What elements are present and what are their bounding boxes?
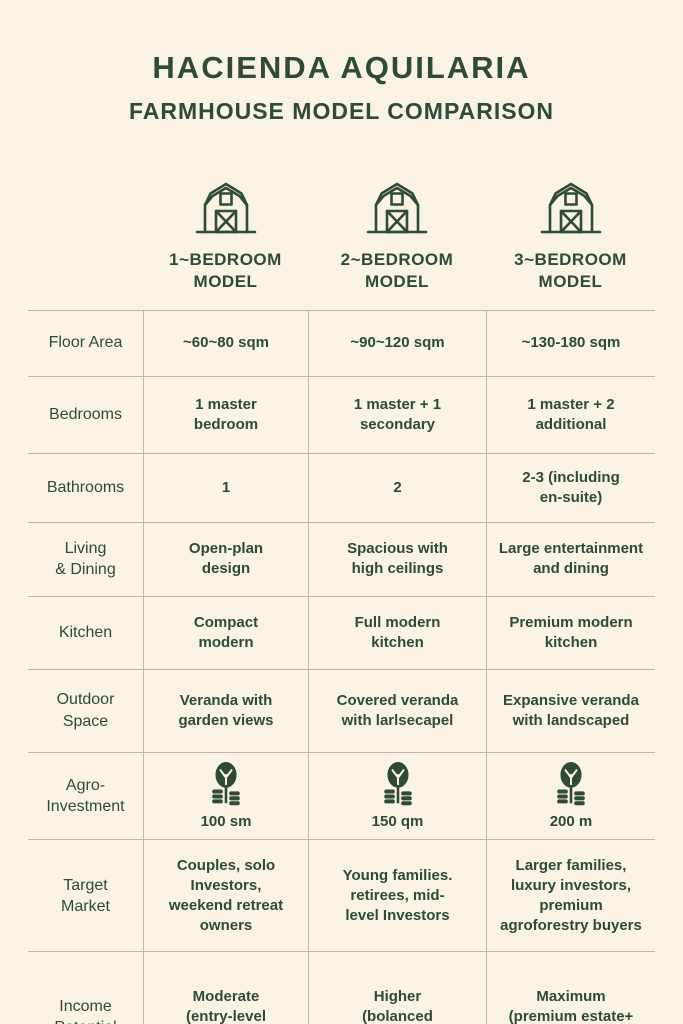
model-header-2: 2~BEDROOM MODEL: [308, 175, 486, 294]
agro-tree-icon: [549, 761, 593, 812]
model-name: 3~BEDROOM MODEL: [514, 249, 627, 292]
agro-tree-icon: [376, 761, 420, 812]
table-cell: 1 master + 1 secondary: [308, 376, 486, 454]
page-subtitle: FARMHOUSE MODEL COMPARISON: [128, 97, 555, 124]
agro-tree-icon: [204, 761, 248, 812]
row-label: Living & Dining: [28, 523, 143, 597]
row-label: Kitchen: [28, 597, 143, 670]
table-cell: 1 master + 2 additional: [486, 376, 655, 454]
table-cell: 1 master bedroom: [143, 376, 308, 454]
model-name: 2~BEDROOM MODEL: [340, 249, 454, 292]
agro-value: 200 m: [549, 812, 593, 830]
table-cell: Open-plan design: [143, 522, 308, 597]
model-header-3: 3~BEDROOM MODEL: [486, 175, 655, 294]
agro-value: 100 sm: [200, 812, 252, 830]
table-cell: Moderate (entry-level investment): [143, 952, 308, 1024]
page-title: HACIENDA AQUILARIA: [152, 50, 531, 85]
table-cell: Full modern kitchen: [308, 596, 486, 670]
barn-icon: [539, 175, 603, 237]
table-cell: ~90~120 sqm: [308, 310, 486, 377]
table-cell: Higher (bolanced living + raturns): [308, 952, 486, 1024]
row-label: Bedrooms: [28, 377, 143, 454]
table-cell: Large entertainment and dining: [486, 522, 655, 597]
row-label: Outdoor Space: [28, 670, 143, 753]
row-label: Target Market: [28, 840, 143, 953]
table-cell: ~130-180 sqm: [486, 310, 655, 377]
table-cell: Premium modern kitchen: [486, 596, 655, 670]
model-header-1: 1~BEDROOM MODEL: [143, 175, 308, 294]
table-cell: 1: [143, 453, 308, 523]
table-cell: 2-3 (including en-suite): [486, 453, 655, 523]
table-cell: Covered veranda with larlsecapel: [308, 669, 486, 753]
row-label: Bathrooms: [28, 454, 143, 523]
model-header-row: 1~BEDROOM MODEL 2~BEDROOM MODEL 3~BEDROO…: [28, 175, 655, 294]
table-cell: Larger families, luxury investors, premi…: [486, 840, 655, 953]
table-cell: Expansive veranda with landscaped: [486, 669, 655, 753]
row-label: Floor Area: [28, 311, 143, 377]
table-cell: Young families. retirees, mid- level Inv…: [308, 840, 486, 953]
row-label: Income Potential: [28, 952, 143, 1024]
table-cell: 100 sm: [143, 752, 308, 841]
table-cell: ~60~80 sqm: [143, 310, 308, 377]
agro-value: 150 qm: [371, 812, 424, 830]
table-cell: Compact modern: [143, 596, 308, 670]
model-name: 1~BEDROOM MODEL: [169, 249, 282, 292]
table-cell: Maximum (premium estate+ high yield tree…: [486, 952, 655, 1024]
table-cell: 150 qm: [308, 752, 486, 841]
barn-icon: [365, 175, 429, 237]
header-spacer: [28, 175, 143, 294]
row-label: Agro- Investment: [28, 753, 143, 841]
table-cell: Couples, solo Investors, weekend retreat…: [143, 840, 308, 953]
table-cell: 200 m: [486, 752, 655, 841]
table-cell: 2: [308, 453, 486, 523]
table-cell: Veranda with garden views: [143, 669, 308, 753]
table-cell: Spacious with high ceilings: [308, 522, 486, 597]
barn-icon: [194, 175, 258, 237]
comparison-table: Floor Area ~60~80 sqm ~90~120 sqm ~130-1…: [28, 309, 655, 1024]
